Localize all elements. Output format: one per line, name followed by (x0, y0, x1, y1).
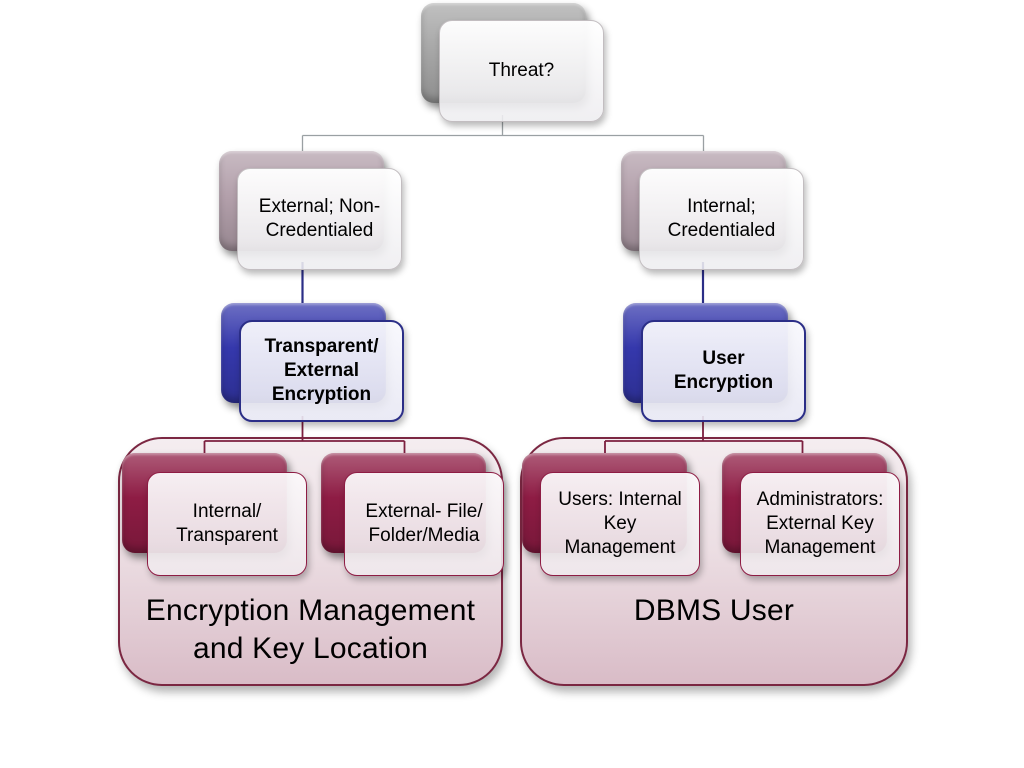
group-title-encryption-management-and-key-location: Encryption Management and Key Location (145, 594, 476, 665)
administrators-external-key-management-node: Administrators: External Key Management (740, 472, 900, 576)
group-title-dbms-user: DBMS User (633, 594, 795, 627)
external-non-credentialed-node: External; Non- Credentialed (237, 168, 402, 270)
transparent-external-encryption-node: Transparent/ External Encryption (239, 320, 404, 422)
external-non-credentialed-label: External; Non- Credentialed (258, 196, 381, 241)
connector-transparent-encryption-split (203, 416, 406, 456)
threat-node-label: Threat? (488, 60, 555, 81)
users-internal-key-management-label: Users: Internal Key Management (558, 489, 682, 558)
internal-transparent-node: Internal/ Transparent (147, 472, 307, 576)
internal-transparent-label: Internal/ Transparent (176, 501, 278, 546)
user-encryption-label: User Encryption (673, 348, 774, 393)
external-file-folder-media-label: External- File/ Folder/Media (365, 501, 483, 546)
users-internal-key-management-node: Users: Internal Key Management (540, 472, 700, 576)
threat-node: Threat? (439, 20, 604, 122)
internal-credentialed-node: Internal; Credentialed (639, 168, 804, 270)
transparent-external-encryption-label: Transparent/ External Encryption (264, 336, 379, 405)
internal-credentialed-label: Internal; Credentialed (667, 196, 776, 241)
administrators-external-key-management-label: Administrators: External Key Management (756, 489, 884, 558)
connector-root-split (301, 115, 705, 153)
connector-user-encryption-split (604, 416, 804, 456)
external-file-folder-media-node: External- File/ Folder/Media (344, 472, 504, 576)
user-encryption-node: User Encryption (641, 320, 806, 422)
